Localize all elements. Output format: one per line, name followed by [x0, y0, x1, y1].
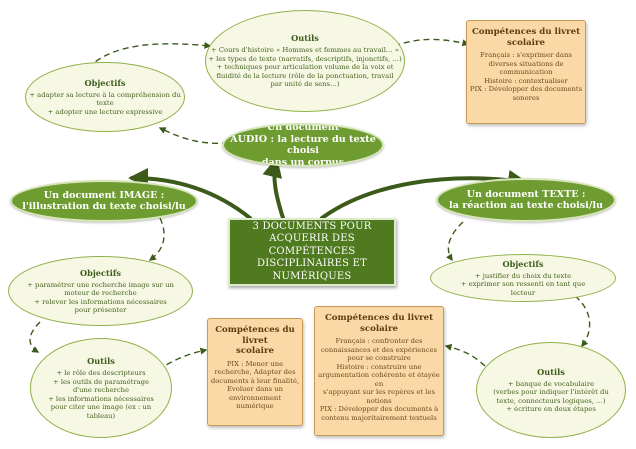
competences-title-line: Compétences du livret — [215, 325, 295, 346]
competences-title-line: Compétences du livret — [324, 313, 434, 323]
objectifs-line: + justifier du choix du texte — [474, 271, 572, 280]
arrow-center-to-audio — [262, 157, 285, 220]
competences-line: Evoluer dans un — [226, 385, 284, 393]
objectifs-line: + relever les informations nécessaires — [34, 297, 167, 306]
audio-document-node: Un document AUDIO : la lecture du texte … — [222, 123, 384, 167]
competences-title: Compétences du livret scolaire — [472, 27, 580, 48]
competences-line: sonores — [512, 93, 540, 102]
objectifs-line: + adapter sa lecture à la compréhension … — [29, 90, 181, 99]
objectifs-line: pour présenter — [74, 306, 127, 314]
competences-line: numérique — [236, 402, 274, 410]
objectifs-line: lecteur — [510, 288, 536, 297]
competences-title: Compétences du livret scolaire — [325, 313, 433, 334]
competences-line: PIX : Développer des documents à — [319, 405, 439, 413]
competences-line: communication — [499, 68, 553, 76]
audio-doc-line: dans un corpus — [261, 156, 345, 167]
center-line: 3 DOCUMENTS POUR — [252, 220, 372, 232]
objectifs-line: + exprimer son ressenti en tant que — [460, 280, 586, 289]
competences-line: notions — [366, 396, 392, 405]
outils-line: d'une recherche — [72, 386, 130, 394]
dash-objectifs-to-texte-outils — [574, 295, 591, 348]
texte-doc-line: Un document TEXTE : — [466, 188, 586, 200]
objectifs-title: Objectifs — [79, 267, 122, 278]
outils-line: + techniques pour articulation volume de… — [216, 63, 394, 72]
competences-title-line: scolaire — [360, 323, 398, 334]
texte-objectifs-ellipse: Objectifs + justifier du choix du texte … — [430, 254, 616, 302]
competences-title-line: Compétences du livret — [471, 27, 581, 37]
competences-line: PIX : Mener une — [226, 359, 284, 368]
image-document-node: Un document IMAGE : l'illustration du te… — [10, 180, 198, 222]
objectifs-line: texte — [96, 99, 114, 108]
audio-doc-line: AUDIO : la lecture du texte choisi — [230, 133, 376, 157]
image-doc-line: Un document IMAGE : — [43, 189, 165, 201]
competences-line: diverses situations de — [488, 59, 564, 68]
outils-line: + écriture en deux étapes — [506, 405, 596, 413]
outils-line: + Cours d'histoire « Hommes et femmes au… — [210, 46, 399, 55]
competences-title: Compétences du livret scolaire — [208, 325, 302, 357]
texte-outils-ellipse: Outils + banque de vocabulaire (verbes p… — [476, 342, 626, 438]
competences-line: Histoire : contextualiser — [484, 76, 568, 85]
outils-line: par unité de sens…) — [270, 80, 340, 89]
audio-doc-line: Un document — [266, 123, 340, 133]
competences-line: Histoire : construire une — [336, 362, 422, 371]
audio-objectifs-ellipse: Objectifs + adapter sa lecture à la comp… — [25, 62, 185, 132]
dash-audio-to-objectifs — [158, 127, 229, 145]
outils-line: + les types de texte (narratifs, descrip… — [208, 54, 402, 63]
competences-line: PIX : Développer des documents — [469, 85, 583, 93]
competences-line: connaissances et des expériences — [320, 345, 438, 354]
image-objectifs-ellipse: Objectifs + paramétrer une recherche ima… — [8, 256, 193, 326]
outils-line: texte, connecteurs logiques, …) — [496, 396, 606, 405]
audio-competences-box: Compétences du livret scolaire Français … — [466, 20, 586, 124]
competences-title-line: scolaire — [507, 37, 545, 48]
dash-image-to-objectifs — [148, 217, 165, 261]
objectifs-line: + adopter une lecture expressive — [47, 107, 163, 116]
outils-title: Outils — [537, 366, 565, 377]
competences-line: Français : s'exprimer dans — [480, 51, 572, 59]
objectifs-line: + paramétrer une recherche image sur un — [27, 280, 174, 289]
objectifs-line: moteur de recherche — [64, 289, 137, 297]
center-line: DISCIPLINAIRES ET — [257, 258, 367, 270]
image-competences-box: Compétences du livret scolaire PIX : Men… — [207, 318, 303, 426]
outils-line: + les informations nécessaires — [48, 394, 154, 403]
competences-line: Français : confronter des — [335, 337, 423, 345]
competences-line: pour se construire — [347, 354, 411, 362]
competences-line: s'appuyant sur les repères et les — [323, 388, 435, 396]
outils-title: Outils — [87, 356, 115, 366]
audio-outils-ellipse: Outils + Cours d'histoire « Hommes et fe… — [205, 10, 405, 112]
outils-line: (verbes pour indiquer l'intérêt du — [493, 388, 609, 396]
competences-line: documents à leur finalité, — [210, 376, 300, 385]
outils-line: pour citer une image (ex : un — [50, 403, 152, 411]
image-doc-line: l'illustration du texte choisi/lu — [22, 201, 186, 212]
outils-line: + les outils de paramétrage — [52, 377, 149, 386]
dash-outils-to-competences — [384, 38, 470, 51]
dash-objectifs-to-image-outils — [29, 321, 41, 353]
competences-title-line: scolaire — [236, 346, 274, 356]
outils-line: + banque de vocabulaire — [507, 379, 595, 388]
center-line: NUMÉRIQUES — [272, 270, 352, 282]
dash-texte-outils-to-competences — [444, 343, 486, 367]
competences-line: argumentation cohérente et étayée en — [318, 371, 440, 388]
texte-document-node: Un document TEXTE : la réaction au texte… — [436, 178, 616, 222]
dash-texte-to-objectifs — [445, 221, 464, 262]
center-node: 3 DOCUMENTS POUR ACQUERIR DES COMPÉTENCE… — [228, 218, 396, 286]
center-line: ACQUERIR DES COMPÉTENCES — [268, 233, 356, 257]
outils-line: tableau) — [86, 411, 116, 420]
arrow-center-to-image — [128, 168, 252, 220]
objectifs-title: Objectifs — [84, 77, 126, 88]
outils-title: Outils — [291, 33, 319, 44]
competences-line: contenu majoritairement textuels — [321, 413, 437, 422]
objectifs-title: Objectifs — [502, 258, 544, 269]
texte-doc-line: la réaction au texte choisi/lu — [449, 200, 603, 211]
outils-line: + le rôle des descripteurs — [56, 369, 146, 377]
texte-competences-box: Compétences du livret scolaire Français … — [314, 306, 444, 436]
competences-line: recherche, Adapter des — [214, 368, 296, 376]
competences-line: environnement — [228, 393, 282, 402]
outils-line: fluidité de la lecture (rôle de la ponct… — [216, 71, 394, 80]
image-outils-ellipse: Outils + le rôle des descripteurs + les … — [30, 338, 172, 438]
